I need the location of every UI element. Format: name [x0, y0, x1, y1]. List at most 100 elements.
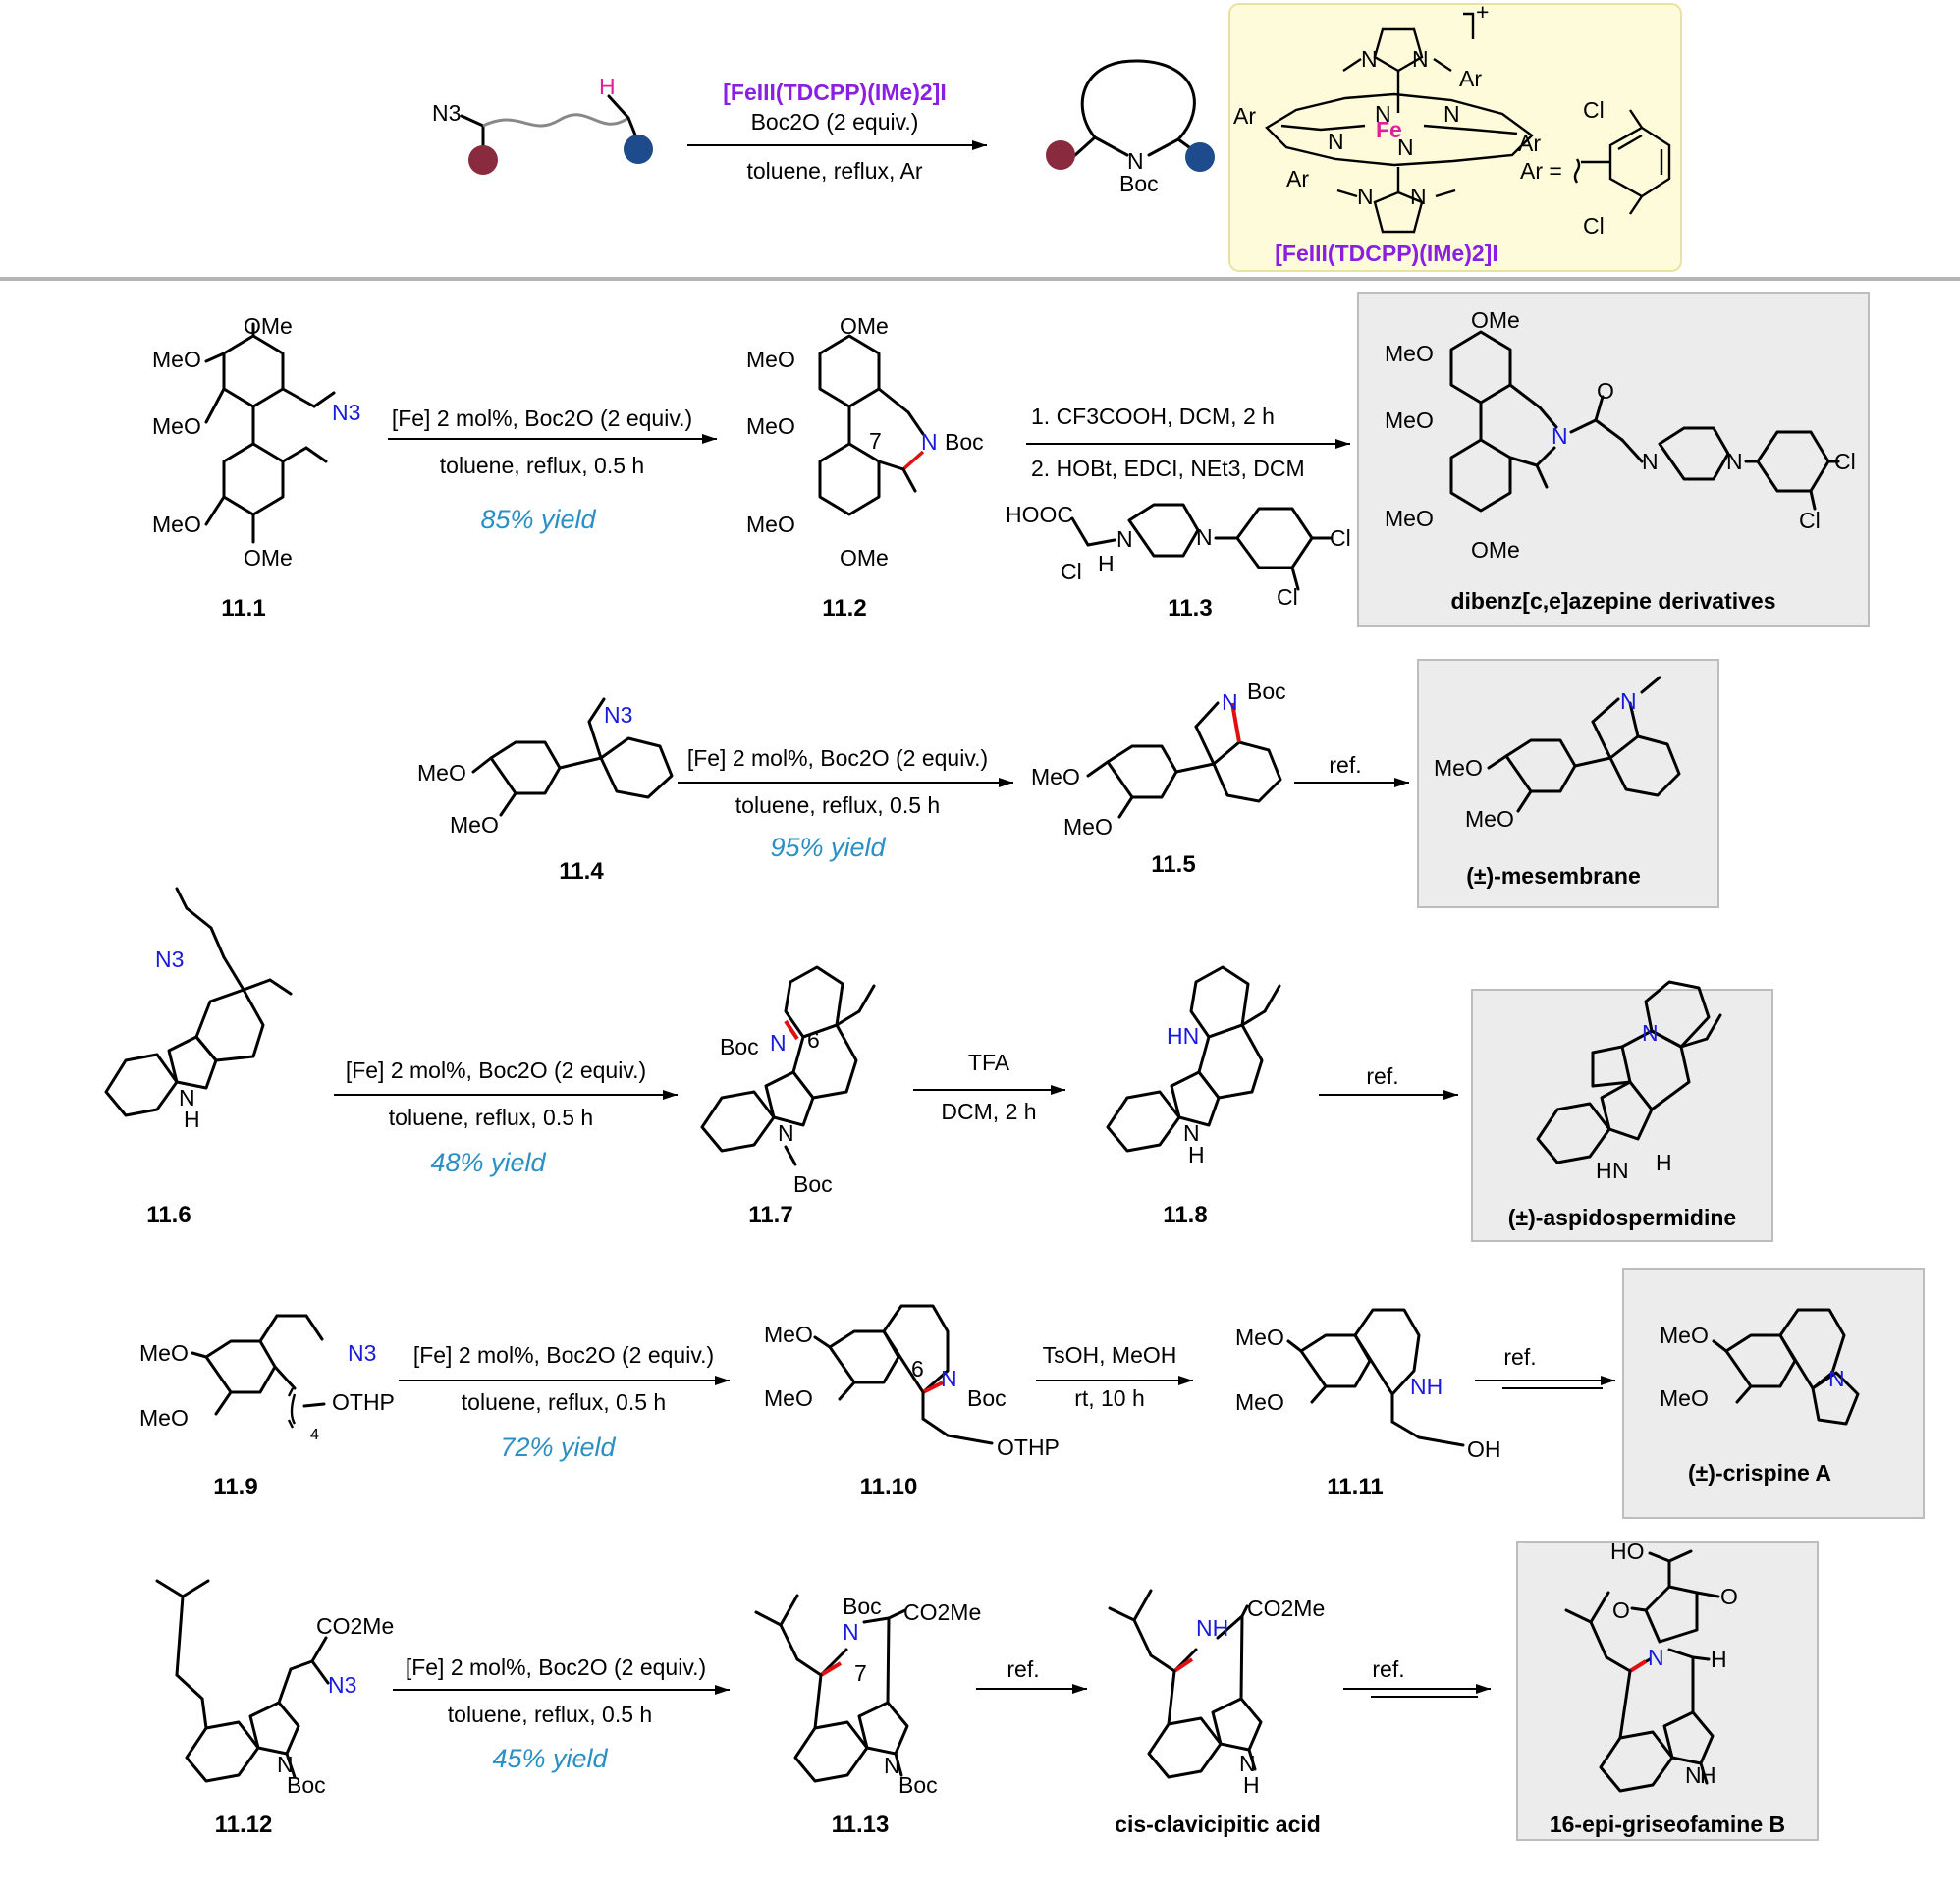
compound-11-1-id: 11.1	[221, 595, 265, 622]
compound-11-4-structure: MeO MeO N3	[417, 697, 674, 838]
boc-label: Boc	[967, 1385, 1007, 1411]
meo-label: MeO	[764, 1322, 813, 1347]
row4-step3-ref: ref.	[1503, 1344, 1536, 1370]
compound-11-11-structure: MeO MeO NH OH	[1235, 1308, 1501, 1462]
piperazine-n: N	[1116, 526, 1133, 552]
piperazine-n: N	[1196, 524, 1213, 550]
azide-label: N3	[348, 1340, 376, 1366]
ome-label: OMe	[244, 545, 293, 570]
row1-step2-line2: 2. HOBt, EDCI, NEt3, DCM	[1031, 456, 1305, 481]
azide-label: N3	[332, 400, 360, 425]
target-name-dibenzazepine: dibenz[c,e]azepine derivatives	[1450, 588, 1775, 614]
hooc-label: HOOC	[1006, 502, 1073, 527]
target-box-griseofamine: HO O O N H N H 16-epi-griseofamine B	[1516, 1539, 1819, 1841]
row4-step2-line1: TsOH, MeOH	[1043, 1342, 1177, 1368]
meo-label: MeO	[746, 413, 795, 439]
compound-11-6-id: 11.6	[146, 1202, 191, 1228]
ar-chlorine-2: Cl	[1583, 213, 1605, 239]
pyrrolidinedione-nitrogen: N	[1648, 1645, 1664, 1670]
meo-label: MeO	[152, 413, 201, 439]
product-boc: Boc	[1119, 171, 1159, 196]
row3-step1-subconditions: toluene, reflux, 0.5 h	[389, 1105, 593, 1130]
product-nitrogen: N	[1127, 148, 1144, 174]
meo-label: MeO	[746, 512, 795, 537]
general-starting-material: N3 H	[432, 74, 653, 175]
indole-nitrogen: N	[1685, 1762, 1702, 1788]
meso-ar-2: Ar	[1459, 66, 1482, 91]
azepine-nitrogen: N	[843, 1619, 859, 1645]
intermediate-name-clavicipitic: cis-clavicipitic acid	[1115, 1812, 1321, 1837]
general-product: N Boc	[1046, 59, 1215, 196]
carbene-n-4: N	[1410, 184, 1427, 209]
aryl-chlorine: Cl	[1834, 449, 1856, 474]
compound-11-2-structure: 7 N Boc OMe MeO MeO MeO OMe	[746, 313, 984, 570]
row1-step2-line1: 1. CF3COOH, DCM, 2 h	[1031, 404, 1275, 429]
product-blue-ball	[1185, 142, 1215, 172]
complex-label: [FeIII(TDCPP)(IMe)2]I	[1275, 241, 1497, 266]
row3-step1-conditions: [Fe] 2 mol%, Boc2O (2 equiv.)	[346, 1057, 646, 1083]
azide-label: N3	[328, 1672, 356, 1698]
azepine-nitrogen: N	[1552, 423, 1568, 449]
indoline-nitrogen: N	[1612, 1158, 1629, 1183]
ar-chlorine-1: Cl	[1583, 97, 1605, 123]
maroon-substituent-ball	[468, 145, 498, 175]
compound-11-12-id: 11.12	[215, 1812, 273, 1838]
target-box-dibenzazepine: N O N N Cl Cl OMe MeO MeO MeO OMe dibenz…	[1357, 292, 1870, 627]
meo-label: MeO	[1235, 1325, 1284, 1350]
meso-ar-1: Ar	[1233, 103, 1256, 129]
row3-yield: 48% yield	[430, 1148, 546, 1177]
boc-label: Boc	[720, 1034, 759, 1059]
row5-step1-conditions: [Fe] 2 mol%, Boc2O (2 equiv.)	[406, 1654, 706, 1680]
meso-ar-3: Ar	[1518, 131, 1541, 156]
stereo-h: H	[1711, 1647, 1727, 1672]
row2-yield: 95% yield	[770, 833, 886, 862]
compound-11-3-structure: HOOC N N Cl H Cl Cl	[1006, 502, 1351, 610]
cis-clavicipitic-acid-structure: NH CO2Me N H	[1108, 1589, 1325, 1798]
azide-label: N3	[155, 947, 184, 972]
compound-11-4-id: 11.4	[559, 858, 604, 885]
pyrrolidine-nitrogen: N	[1222, 689, 1238, 715]
meo-label: MeO	[746, 347, 795, 372]
azepine-nh: NH	[1196, 1615, 1228, 1641]
indole-nitrogen: N	[1239, 1751, 1256, 1776]
aspido-n4: N	[1642, 1020, 1659, 1046]
row4-step1-subconditions: toluene, reflux, 0.5 h	[462, 1389, 666, 1415]
boc-label: Boc	[287, 1772, 326, 1798]
meo-label: MeO	[1063, 814, 1113, 839]
piperidine-nh: HN	[1167, 1023, 1199, 1049]
isoquinoline-nh: NH	[1410, 1374, 1443, 1399]
target-box-crispine: MeO MeO N (±)-crispine A	[1622, 1268, 1925, 1519]
blue-substituent-ball	[624, 135, 653, 164]
row2-step2-ref: ref.	[1329, 752, 1361, 778]
ome-label: OMe	[840, 313, 889, 339]
azide-label: N3	[604, 702, 632, 728]
piperidine-nitrogen: N	[770, 1030, 787, 1056]
meo-label: MeO	[139, 1340, 189, 1366]
row1-yield: 85% yield	[480, 505, 596, 534]
aryl-chlorine: Cl	[1277, 584, 1298, 610]
compound-11-11-id: 11.11	[1327, 1474, 1383, 1500]
meo-label: MeO	[152, 347, 201, 372]
meo-label: MeO	[1235, 1389, 1284, 1415]
carbonyl-oxygen: O	[1612, 1597, 1630, 1623]
meo-label: MeO	[152, 512, 201, 537]
boc-label: Boc	[843, 1594, 882, 1619]
meo-label: MeO	[1465, 806, 1514, 832]
row4-yield: 72% yield	[500, 1433, 616, 1462]
compound-11-5-structure: N Boc MeO MeO	[1031, 678, 1286, 839]
catalyst-structure-box: + N N N N N N Fe Ar Ar Ar Ar N N	[1228, 0, 1682, 272]
row1-step1-conditions: [Fe] 2 mol%, Boc2O (2 equiv.)	[392, 406, 692, 431]
compound-11-7-id: 11.7	[748, 1202, 792, 1228]
compound-11-9-structure: MeO MeO N3 OTHP 4	[139, 1314, 395, 1443]
row4-step2-line2: rt, 10 h	[1074, 1385, 1145, 1411]
ring-size-label: 6	[807, 1027, 820, 1053]
ome-label: OMe	[1471, 307, 1520, 333]
ome-label: OMe	[244, 313, 293, 339]
ome-label: OMe	[1471, 537, 1520, 563]
meo-label: MeO	[450, 812, 499, 838]
boc-label: Boc	[793, 1171, 833, 1197]
row4-step1-conditions: [Fe] 2 mol%, Boc2O (2 equiv.)	[413, 1342, 714, 1368]
general-scheme: N3 H [FeIII(TDCPP)(IMe)2]I Boc2O (2 equi…	[432, 0, 1682, 272]
meo-label: MeO	[1385, 341, 1434, 366]
chloride-label: Cl	[1061, 559, 1082, 584]
